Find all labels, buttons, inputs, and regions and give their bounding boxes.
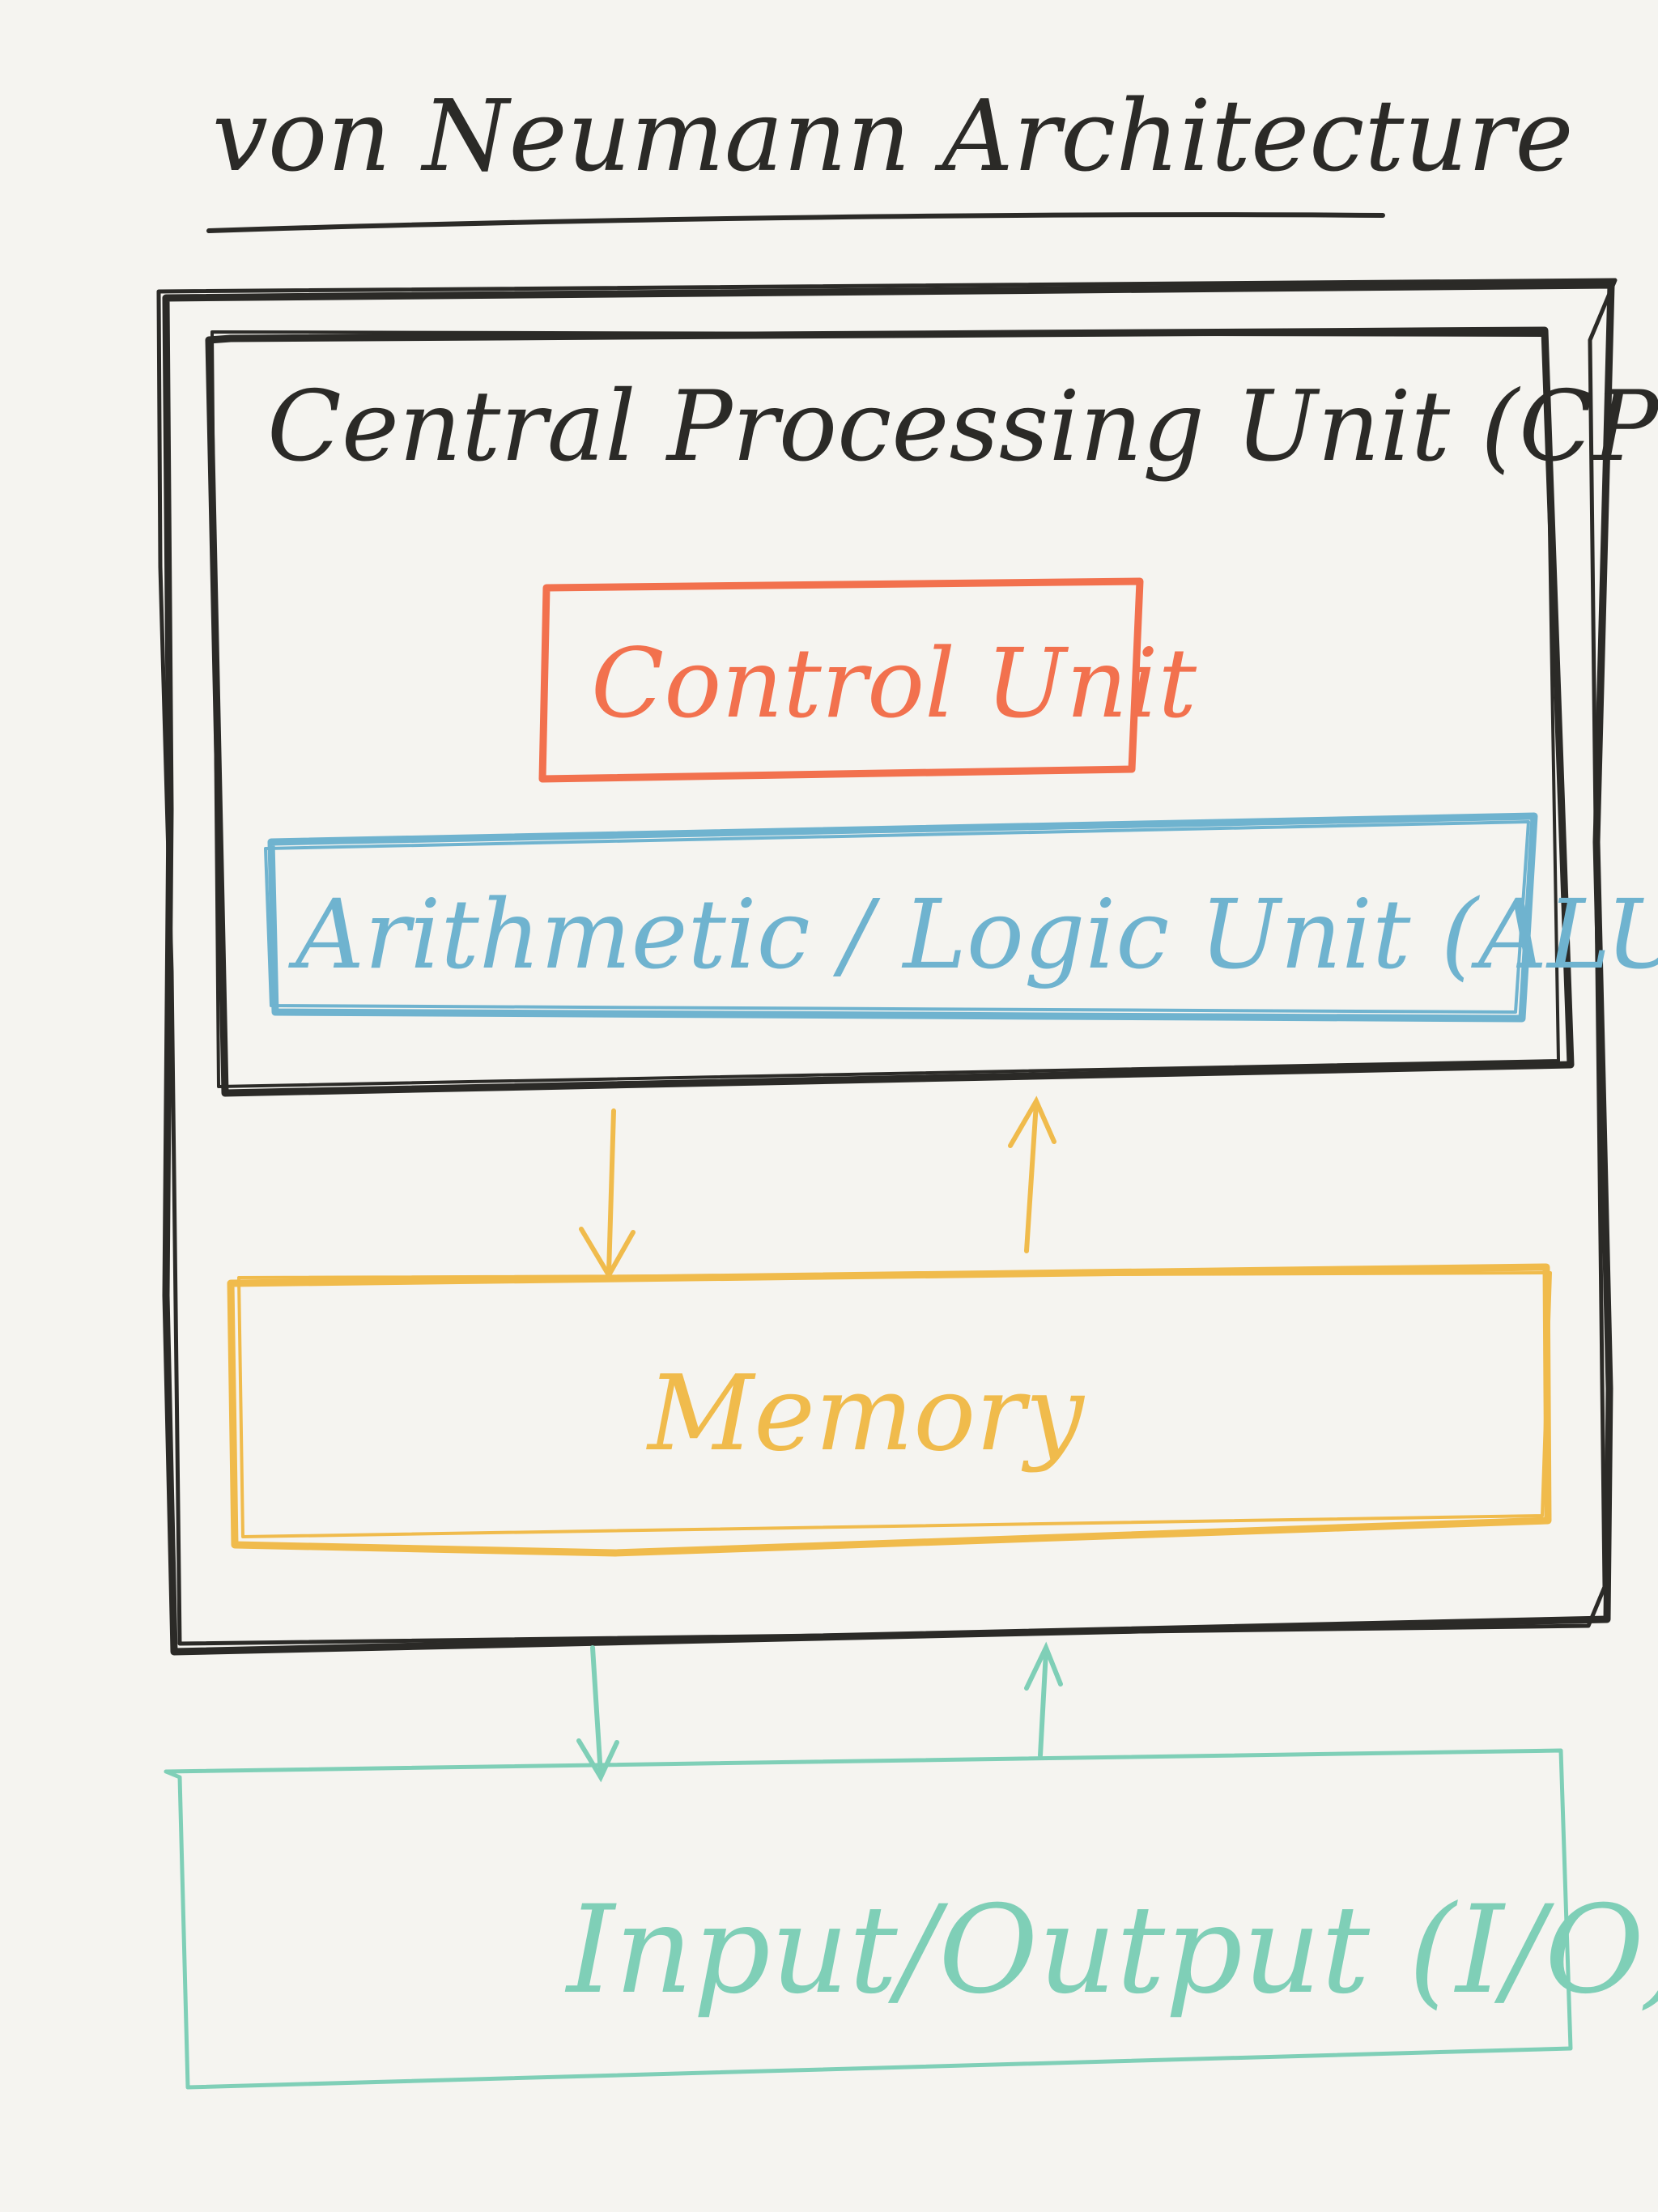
io-to-memory-arrow [1024,1641,1063,1758]
io-box [164,1748,1573,2090]
cpu-to-memory-arrow [579,1108,636,1280]
alu-box [264,812,1538,1023]
title-underline [206,212,1385,233]
outer-system-box [156,278,1618,1656]
memory-label: Memory [646,1354,1085,1474]
cpu-box [205,326,1575,1097]
alu-label: Arithmetic / Logic Unit (ALU) [288,878,1658,990]
memory-box [227,1263,1552,1557]
control-unit-label: Control Unit [591,627,1197,739]
cpu-label: Central Processing Unit (CPU) [267,371,1658,483]
io-label: Input/Output (I/O) [564,1880,1658,2021]
memory-to-cpu-arrow [1008,1095,1056,1253]
memory-to-io-arrow [576,1645,619,1783]
diagram-title: von Neumann Architecture [212,79,1574,194]
control-unit-box [538,577,1144,783]
